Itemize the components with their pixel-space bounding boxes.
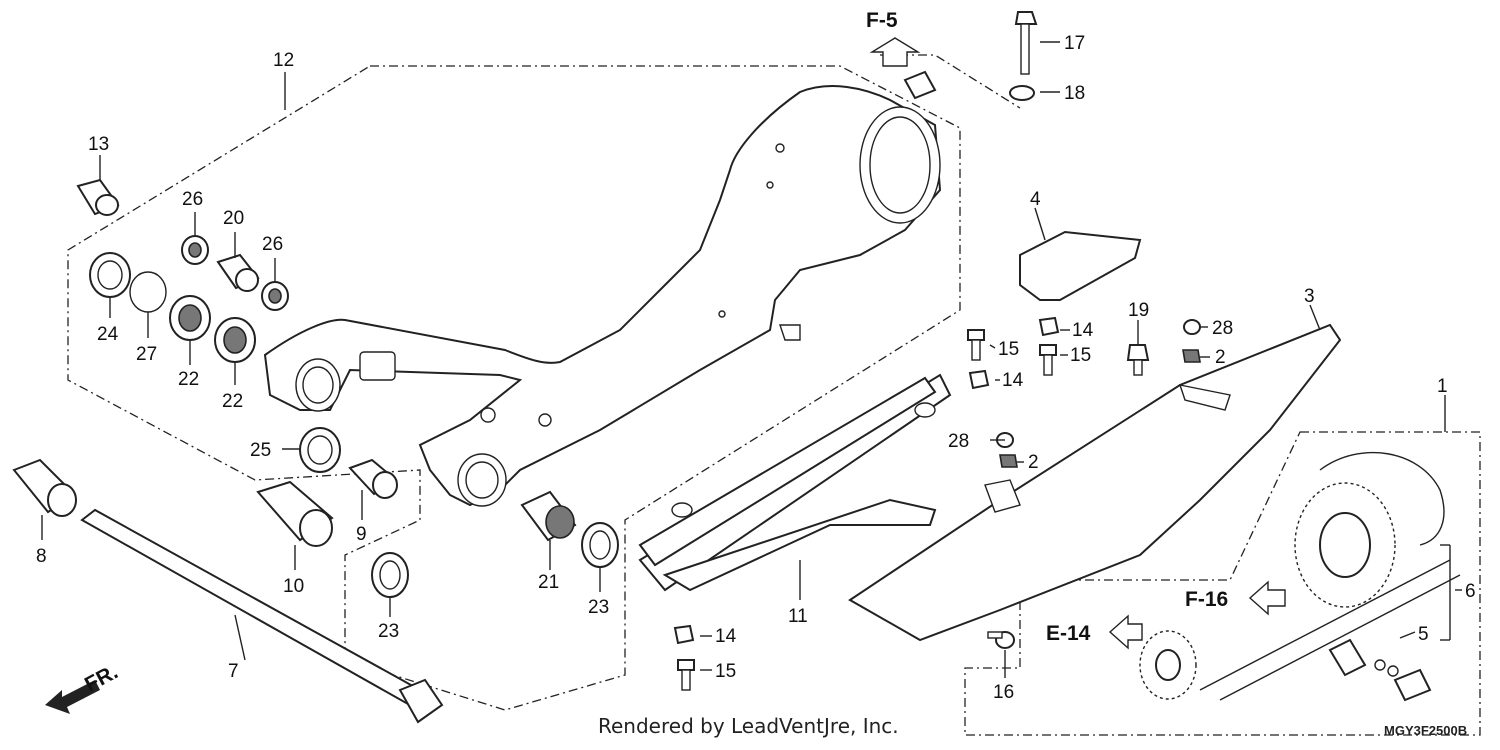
- f5-bracket-frame: [880, 54, 1021, 109]
- guard-bracket-4: [1019, 230, 1142, 301]
- flange-bolt-17: [1014, 11, 1038, 75]
- callout-2: 2: [1028, 452, 1039, 473]
- callout-9: 9: [356, 524, 367, 545]
- chain-group-frame: [964, 431, 1481, 736]
- callout-16: 16: [993, 682, 1014, 703]
- callout-15: 15: [998, 339, 1019, 360]
- callout-14: 14: [1002, 370, 1024, 391]
- pivot-bolt-7: [80, 508, 444, 724]
- callout-15: 15: [1070, 345, 1091, 366]
- callout-2: 2: [1215, 347, 1226, 368]
- callout-19: 19: [1128, 300, 1149, 321]
- bearing-26a: [181, 235, 209, 265]
- nut-14c: [673, 624, 695, 645]
- nut-14b: [968, 369, 990, 390]
- collar-10: [256, 480, 334, 547]
- callout-27: 27: [136, 344, 157, 365]
- callout-13: 13: [88, 134, 109, 155]
- callout-11: 11: [788, 606, 808, 627]
- callout-18: 18: [1064, 83, 1085, 104]
- bolt-15b: [1039, 344, 1057, 376]
- circlip-27: [129, 271, 167, 313]
- washer-18: [1009, 85, 1035, 101]
- dust-seal-25: [299, 427, 341, 473]
- collar-20: [216, 253, 260, 292]
- needle-bearing-21: [520, 490, 577, 542]
- callout-21: 21: [538, 572, 559, 593]
- callout-1: 1: [1437, 376, 1448, 397]
- callout-14: 14: [715, 626, 737, 647]
- callout-12: 12: [273, 50, 294, 71]
- callout-17: 17: [1064, 33, 1085, 54]
- clip-nut-2a: [1182, 349, 1201, 363]
- bracket-clip-f5: [903, 70, 937, 100]
- callout-22: 22: [178, 369, 199, 390]
- callout-4: 4: [1030, 189, 1041, 210]
- ref-e14: E-14: [1046, 622, 1091, 645]
- callout-23: 23: [378, 621, 399, 642]
- clip-nut-2b: [999, 454, 1018, 468]
- callout-15: 15: [715, 661, 736, 682]
- callout-20: 20: [223, 208, 244, 229]
- front-arrow-icon: [45, 680, 100, 714]
- callout-6: 6: [1465, 581, 1476, 602]
- nut-14a: [1038, 316, 1060, 337]
- chain-case-3: [848, 323, 1342, 642]
- collar-8: [12, 458, 77, 517]
- callout-10: 10: [283, 576, 304, 597]
- callout-28: 28: [1212, 318, 1233, 339]
- bearing-26b: [261, 281, 289, 311]
- callout-28: 28: [948, 431, 969, 452]
- e14-arrow-icon: [1108, 614, 1143, 650]
- callout-14: 14: [1072, 320, 1094, 341]
- dust-seal-23a: [581, 522, 619, 568]
- callout-25: 25: [250, 440, 271, 461]
- f16-arrow-icon: [1248, 580, 1286, 616]
- f5-arrow-icon: [869, 37, 921, 67]
- chain-slider-11: [638, 373, 952, 592]
- leader-lines: [41, 41, 1462, 678]
- callout-22: 22: [222, 391, 243, 412]
- driven-sprocket: [1294, 482, 1396, 608]
- bolt-15a: [967, 329, 985, 361]
- ref-f16: F-16: [1185, 588, 1228, 611]
- callout-8: 8: [36, 546, 47, 567]
- bolt-15c: [677, 659, 695, 691]
- chain-joint-5: [1328, 638, 1432, 702]
- callout-7: 7: [228, 661, 239, 682]
- bolt-16: [987, 631, 1015, 649]
- drive-sprocket: [1139, 630, 1197, 700]
- callout-5: 5: [1418, 624, 1429, 645]
- callout-24: 24: [97, 324, 119, 345]
- pivot-collar-13: [76, 178, 120, 216]
- ref-f5: F-5: [866, 9, 898, 32]
- bolt-19: [1126, 344, 1150, 376]
- dust-seal-24: [89, 252, 131, 298]
- collar-28a: [1183, 319, 1201, 335]
- needle-bearing-22a: [169, 295, 211, 341]
- callout-26: 26: [182, 189, 203, 210]
- needle-bearing-22b: [214, 317, 256, 363]
- swingarm: [263, 85, 942, 507]
- callout-26: 26: [262, 234, 283, 255]
- render-credit: Rendered by LeadVentJre, Inc.: [598, 714, 899, 738]
- callout-3: 3: [1304, 286, 1315, 307]
- callout-23: 23: [588, 597, 609, 618]
- drive-chain-6: [1199, 451, 1461, 701]
- collar-9: [348, 458, 398, 499]
- dust-seal-23b: [371, 552, 409, 598]
- diagram-code: MGY3F2500B: [1384, 723, 1467, 738]
- swingarm-group-frame: [67, 65, 961, 711]
